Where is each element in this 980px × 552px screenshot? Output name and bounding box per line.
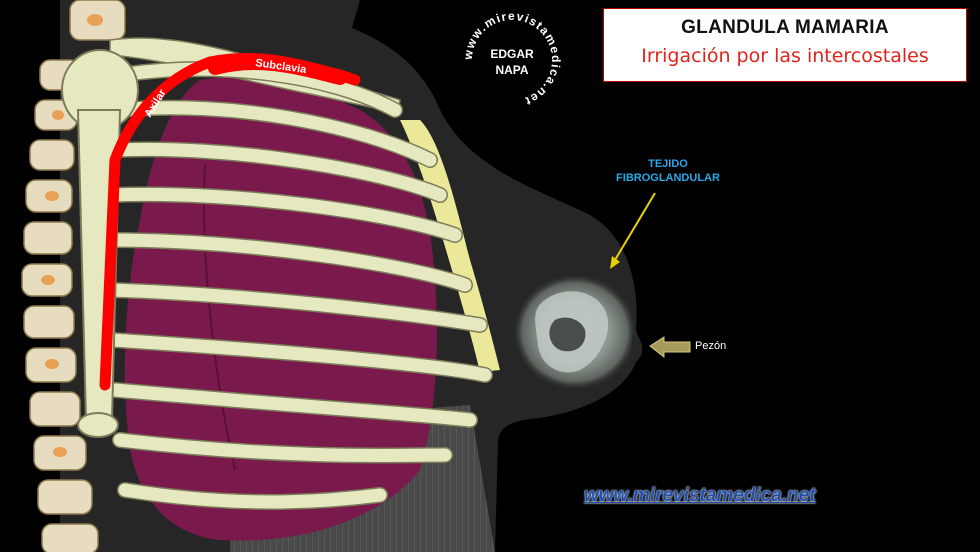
title-box: GLANDULA MAMARIA Irrigación por las inte… <box>603 8 967 82</box>
nipple <box>632 335 642 360</box>
tejido-label-line1: TEJIDO <box>648 158 688 170</box>
tejido-label: TEJIDO FIBROGLANDULAR <box>598 157 738 185</box>
mammary-gland <box>513 274 637 390</box>
page-title: GLANDULA MAMARIA <box>681 17 889 38</box>
tejido-arrow <box>611 192 656 266</box>
page-subtitle: Irrigación por las intercostales <box>641 45 929 67</box>
tejido-label-line2: FIBROGLANDULAR <box>616 172 720 184</box>
stamp-napa: NAPA <box>495 63 528 77</box>
pezon-label: Pezón <box>695 340 727 352</box>
stamp-edgar: EDGAR <box>490 47 534 61</box>
pezon-arrow <box>649 336 691 359</box>
website-link[interactable]: www.mirevistamedica.net <box>584 485 816 506</box>
